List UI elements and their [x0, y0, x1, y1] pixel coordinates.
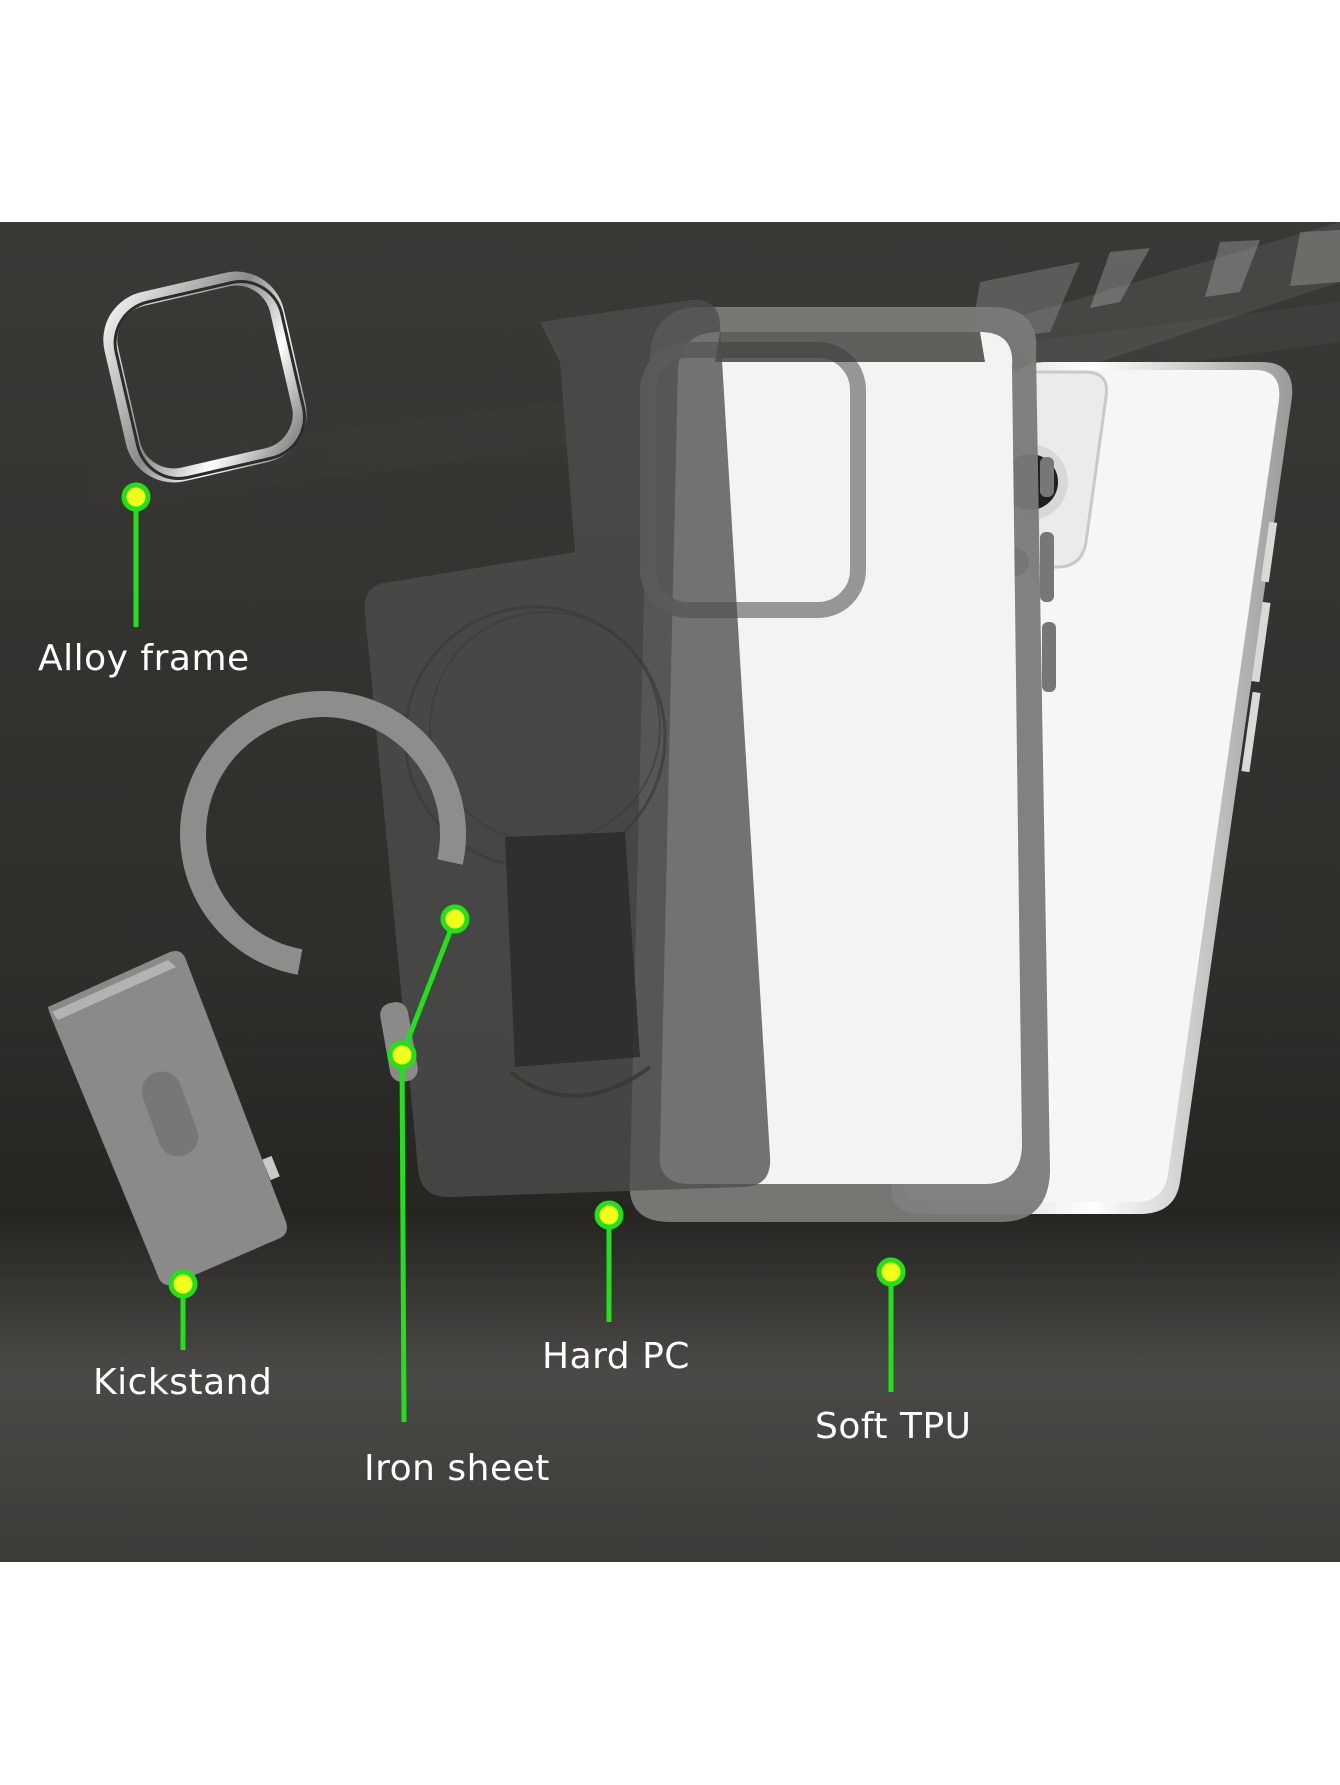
kickstand-label: Kickstand	[93, 1362, 273, 1403]
callout-dots	[121, 482, 906, 1299]
alloy-frame-piece	[103, 271, 307, 483]
iron-sheet-label: Iron sheet	[364, 1448, 550, 1489]
exploded-case-diagram	[0, 222, 1340, 1423]
hard-pc-callout-dot	[594, 1200, 624, 1230]
product-illustration-panel: Alloy frame Kickstand Iron sheet Hard PC…	[0, 222, 1340, 1562]
alloy-frame-callout-dot	[121, 482, 151, 512]
alloy-frame-label: Alloy frame	[38, 638, 250, 679]
kickstand-callout-dot	[168, 1269, 198, 1299]
soft-tpu-callout-dot	[876, 1257, 906, 1287]
soft-tpu-label: Soft TPU	[815, 1406, 972, 1447]
hard-pc-label: Hard PC	[542, 1336, 690, 1377]
iron-sheet-callout-dot	[387, 1040, 417, 1070]
magnetic-ring-callout-dot	[440, 904, 470, 934]
kickstand-piece	[48, 951, 287, 1285]
magnetic-ring	[180, 691, 467, 975]
hard-pc-back-panel	[364, 299, 771, 1198]
